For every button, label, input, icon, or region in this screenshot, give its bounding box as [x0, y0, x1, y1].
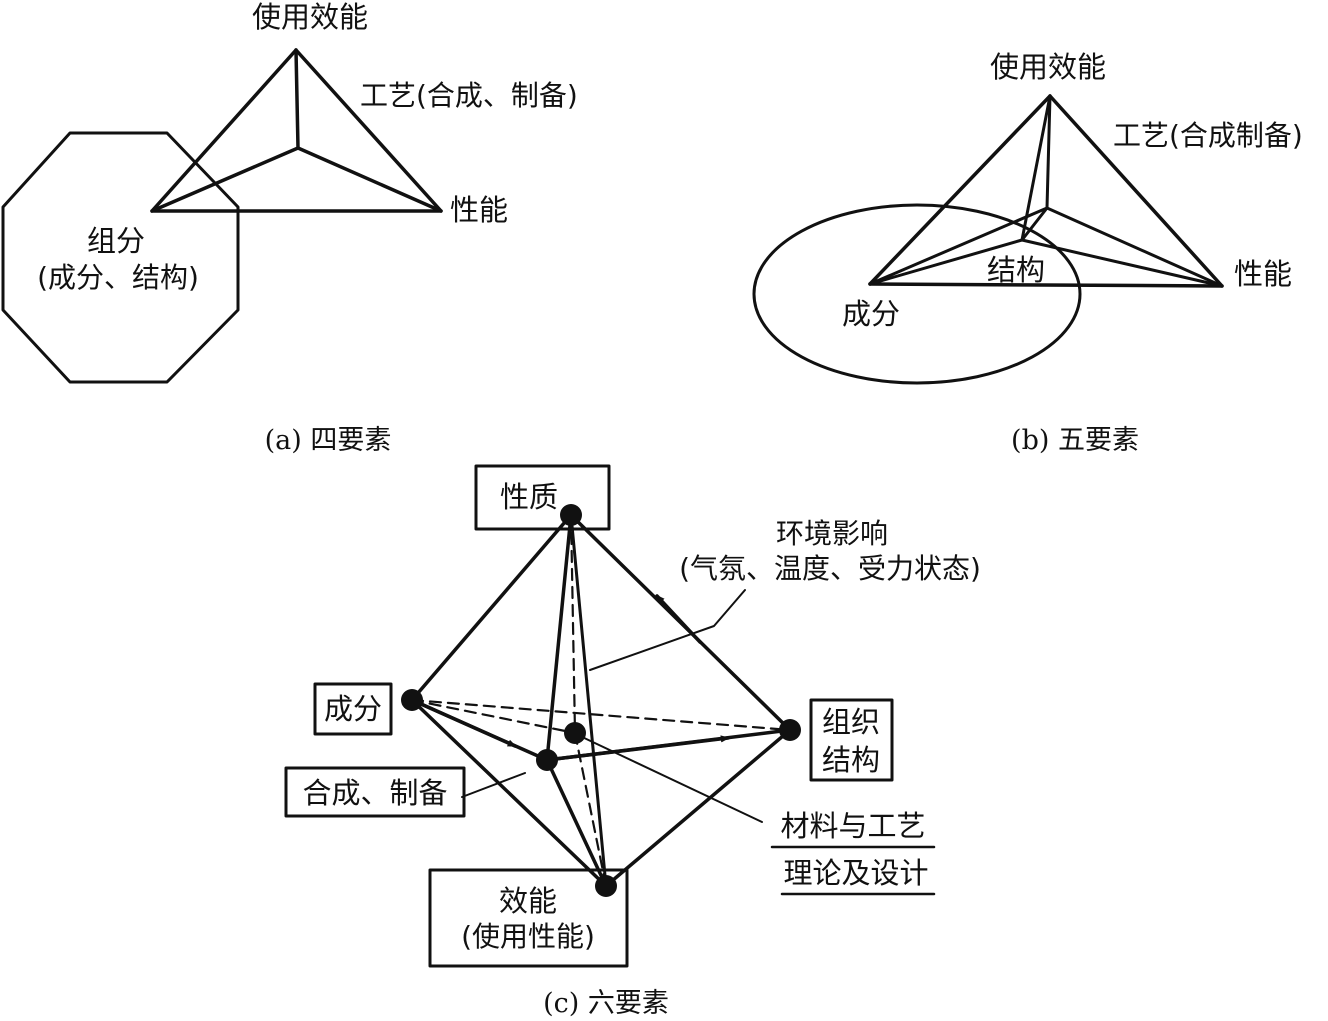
theory-label-1: 材料与工艺	[780, 809, 925, 843]
panel-b-composition-label: 成分	[842, 297, 900, 331]
performance-label-2: (使用性能)	[461, 920, 595, 953]
panel-a-caption: (a) 四要素	[265, 425, 392, 456]
edge-property-synthesis	[545, 513, 573, 762]
leader-synthesis	[461, 772, 526, 798]
composition-box	[313, 682, 393, 736]
edge-composition-performance	[410, 698, 608, 888]
panel-a-process-label: 工艺(合成、制备)	[360, 79, 578, 112]
arrow-synthesis-to-organization-head	[545, 735, 730, 762]
tetrahedron-b-inner-2	[868, 238, 1024, 286]
panel-b-top-label: 使用效能	[990, 50, 1106, 84]
panel-b-caption: (b) 五要素	[1011, 425, 1139, 456]
tetrahedron-a-right-edge	[296, 146, 443, 213]
dashed-composition-organization	[410, 698, 792, 732]
performance-box	[428, 868, 629, 968]
panel-c-caption: (c) 六要素	[543, 988, 669, 1019]
tetrahedron-b-inner-3	[1045, 206, 1224, 288]
tetrahedron-b-right-edge	[1048, 94, 1224, 288]
panel-a-composition-label: 组分	[87, 224, 145, 258]
tetrahedron-b-spine-1	[1045, 94, 1052, 210]
tetrahedron-b-spine-3	[1020, 206, 1049, 242]
arrow-composition-to-synthesis-head	[410, 698, 517, 748]
leader-environment	[589, 589, 746, 671]
edge-property-performance	[569, 513, 608, 888]
dashed-composition-center	[410, 698, 577, 735]
property-box	[474, 464, 611, 531]
panel-b-process-label: 工艺(合成制备)	[1113, 119, 1303, 152]
tetrahedron-a-vertical-edge	[294, 48, 300, 150]
composition-octagon	[1, 131, 240, 384]
composition-label: 成分	[324, 692, 382, 726]
edge-synthesis-performance	[545, 758, 608, 888]
dashed-property-center	[569, 513, 577, 735]
tetrahedron-a-base	[150, 48, 443, 213]
vertex-organization	[779, 719, 801, 741]
synthesis-label: 合成、制备	[302, 776, 447, 810]
tetrahedron-b-left-edge	[868, 94, 1052, 286]
property-label: 性质	[500, 480, 558, 514]
organization-label-2: 结构	[822, 743, 880, 777]
vertex-center	[564, 722, 586, 744]
panel-b-property-label: 性能	[1234, 257, 1292, 291]
panel-a-top-label: 使用效能	[252, 0, 368, 34]
leader-theory	[579, 735, 763, 823]
edge-property-composition	[410, 513, 573, 702]
panel-b-structure-label: 结构	[987, 253, 1045, 287]
panel-a-four-elements: 使用效能 工艺(合成、制备) 性能 组分 (成分、结构) (a) 四要素	[1, 0, 578, 456]
performance-label-1: 效能	[499, 884, 557, 918]
composition-structure-ellipse	[752, 203, 1082, 385]
tetrahedron-b-base	[868, 282, 1224, 288]
panel-a-property-label: 性能	[450, 193, 508, 227]
tetrahedron-a-left-edge	[150, 146, 300, 213]
panel-c-six-elements: 性质 环境影响 (气氛、温度、受力状态) 成分 组织 结构 合成、制备 材料与工…	[284, 464, 981, 1019]
vertex-synthesis	[536, 749, 558, 771]
panel-a-composition-detail: (成分、结构)	[37, 261, 199, 294]
tetrahedron-b-inner-1	[868, 206, 1049, 286]
dashed-center-performance	[573, 731, 608, 888]
tetrahedron-b-inner-4	[1020, 238, 1224, 288]
environment-label: 环境影响	[776, 517, 888, 550]
organization-label-1: 组织	[822, 705, 880, 739]
organization-box	[809, 698, 894, 782]
arrow-organization-to-property-head	[655, 594, 702, 644]
synthesis-box	[284, 766, 466, 818]
environment-detail: (气氛、温度、受力状态)	[679, 552, 981, 585]
theory-label-2: 理论及设计	[783, 856, 928, 890]
panel-b-five-elements: 使用效能 工艺(合成制备) 性能 结构 成分 (b) 五要素	[752, 50, 1303, 456]
vertex-performance	[595, 875, 617, 897]
edge-organization-performance	[604, 728, 792, 888]
vertex-property	[560, 504, 582, 526]
vertex-composition	[401, 689, 423, 711]
